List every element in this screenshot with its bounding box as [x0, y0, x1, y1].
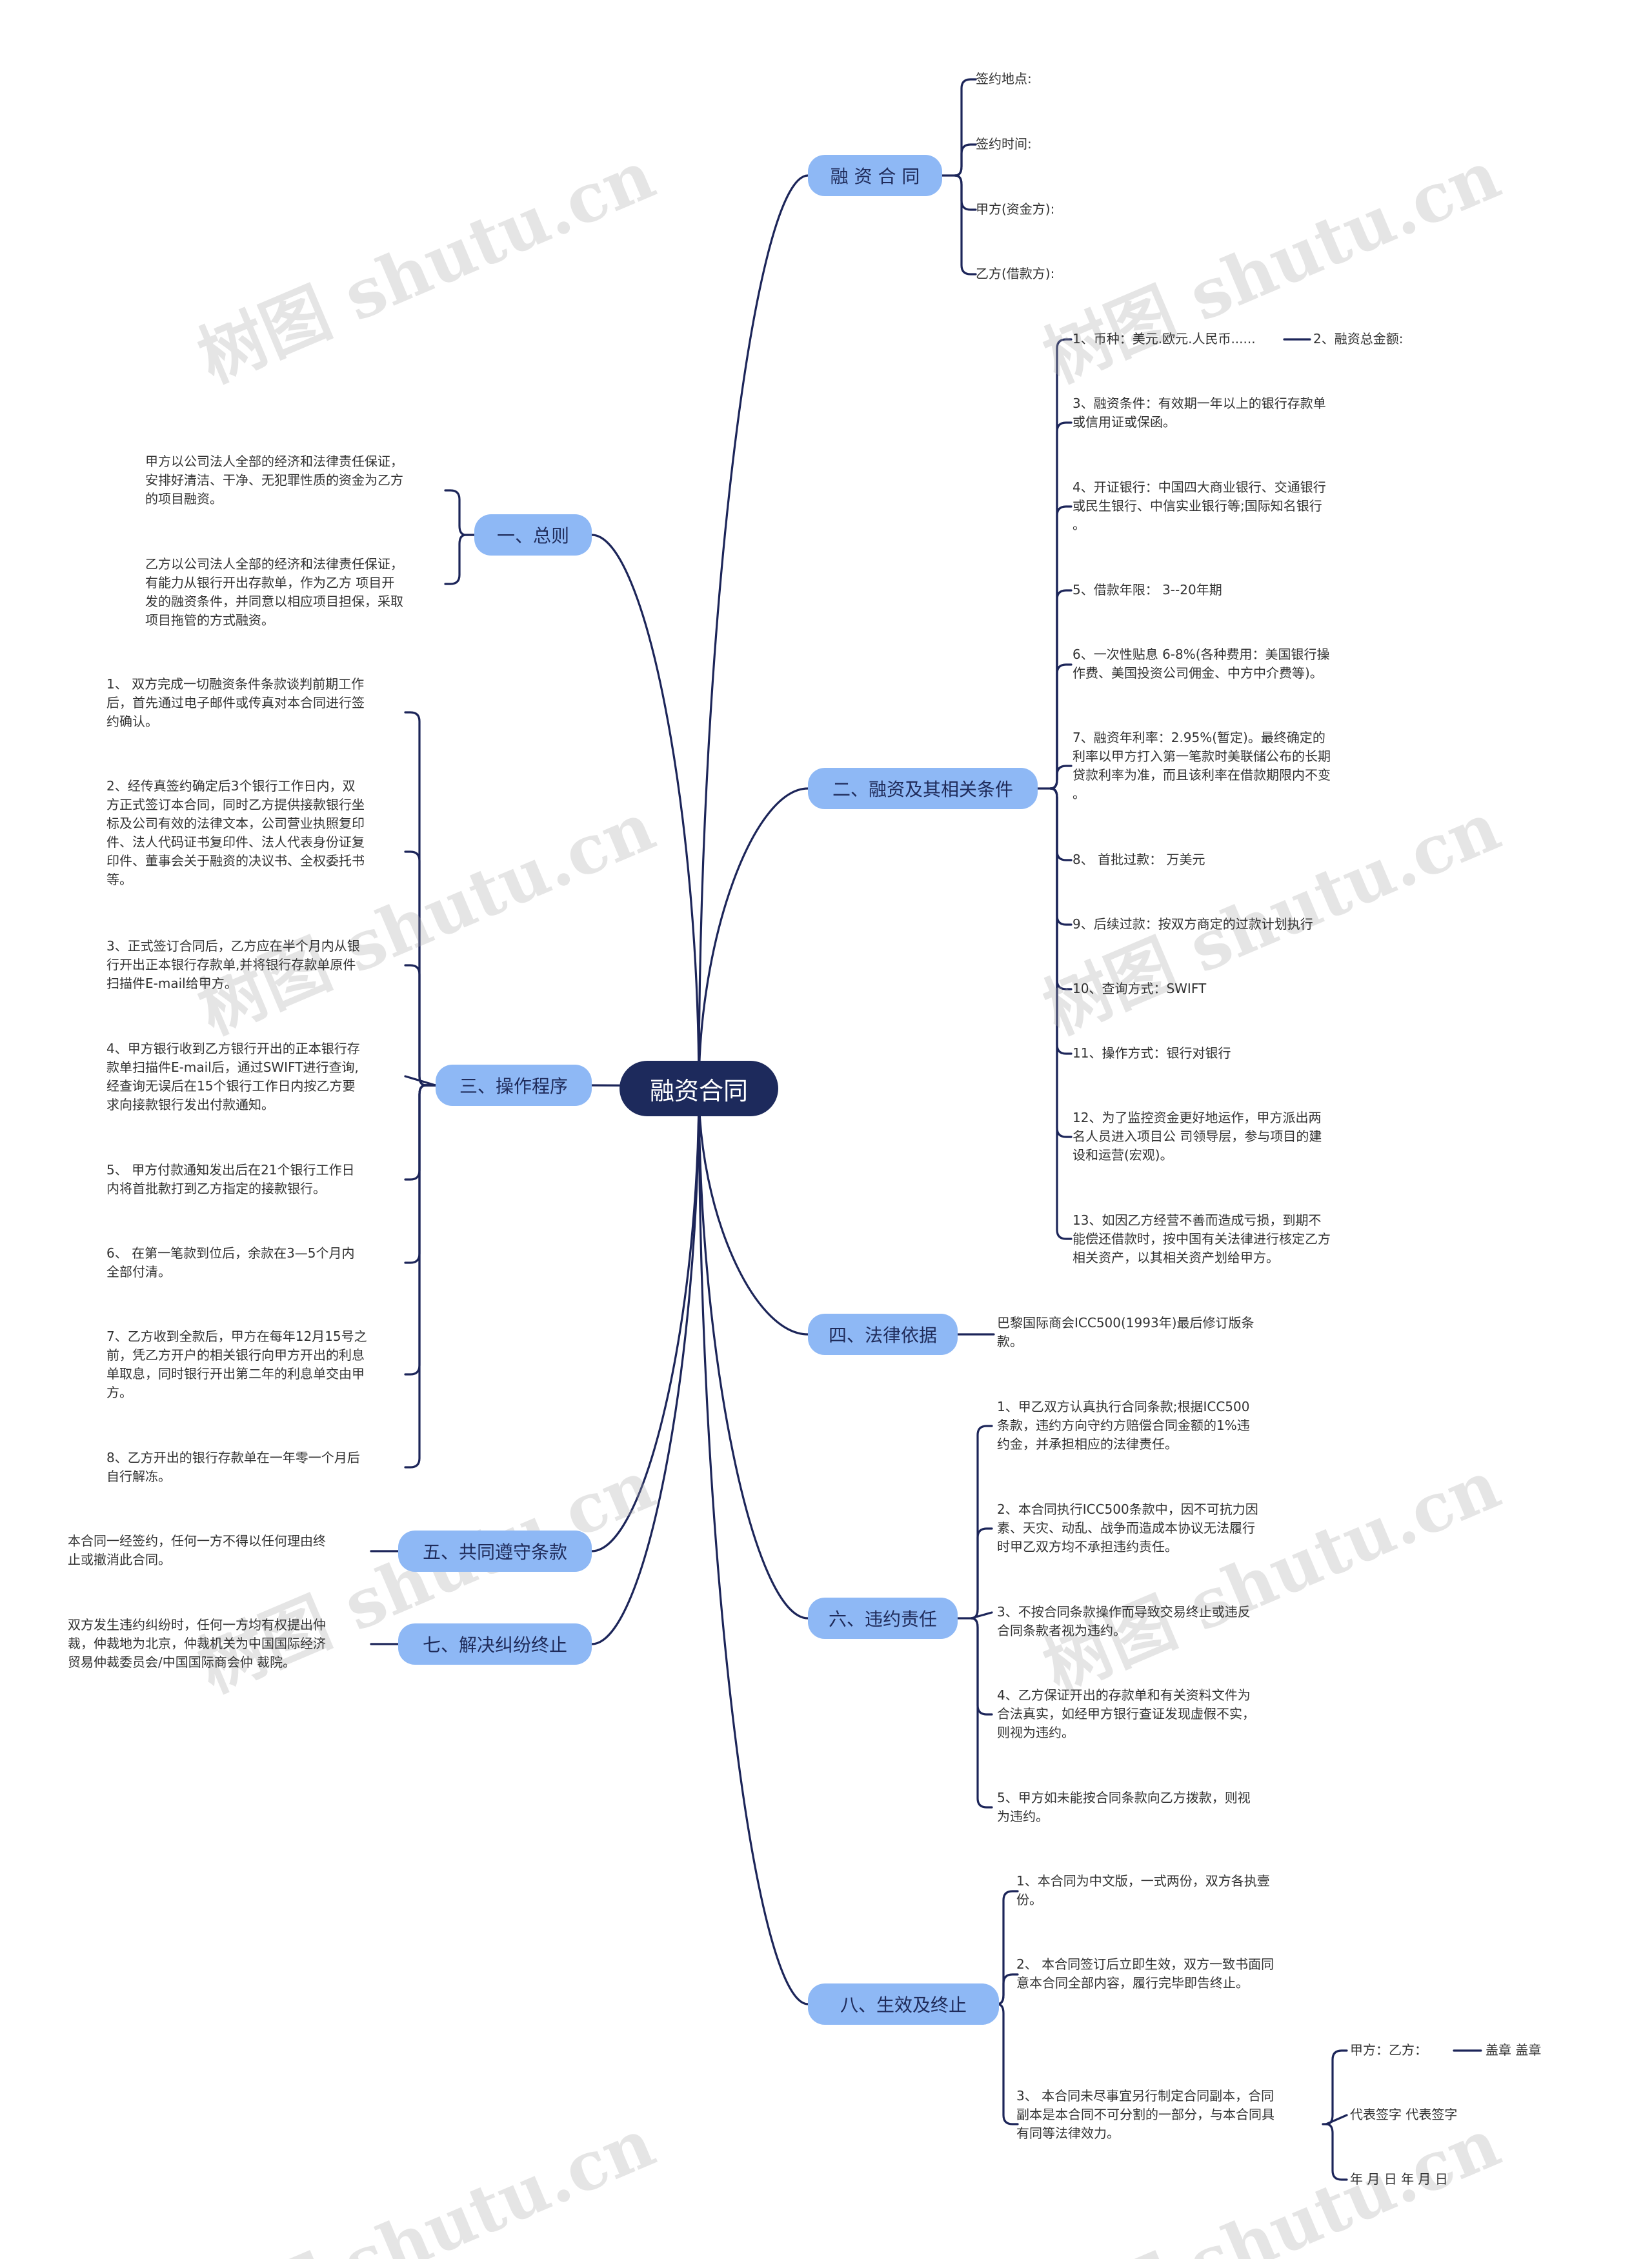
- leaf-issuing-bank: 4、开证银行：中国四大商业银行、交通银行 或民生银行、中信实业银行等;国际知名银…: [1073, 479, 1326, 532]
- connector-conditions-leaves: [1049, 787, 1073, 926]
- connector-liability-leaves: [970, 1527, 993, 1620]
- connector-conditions-leaves: [1049, 765, 1073, 790]
- branch-financing-conditions[interactable]: 二、融资及其相关条件: [808, 768, 1038, 809]
- leaf-signing-time: 签约时间:: [976, 136, 1032, 152]
- connector-root-contract: [698, 174, 809, 1090]
- leaf-effect-2: 2、 本合同签订后立即生效，双方一致书面同 意本合同全部内容，履行完毕即告终止。: [1016, 1956, 1274, 1991]
- connector-contract-leaves: [954, 143, 977, 177]
- leaf-loan-term: 5、借款年限： 3--20年期: [1073, 582, 1222, 597]
- connector-procedure-leaves: [404, 1084, 437, 1469]
- connector-root-common: [590, 1087, 700, 1552]
- leaf-legal-basis: 巴黎国际商会ICC500(1993年)最后修订版条 款。: [997, 1315, 1254, 1349]
- connector-conditions-leaves: [1049, 787, 1073, 990]
- connector-effect-leaves: [996, 1890, 1019, 2005]
- connector-conditions-leaves: [1049, 589, 1073, 790]
- branch-effect-termination[interactable]: 八、生效及终止: [808, 1983, 999, 2025]
- connector-root-legal: [698, 1087, 809, 1336]
- leaf-subsequent-payment: 9、后续过款：按双方商定的过款计划执行: [1073, 916, 1313, 932]
- leaf-operation-method: 11、操作方式：银行对银行: [1073, 1045, 1231, 1061]
- connector-conditions-leaves: [1049, 663, 1073, 790]
- connector-conditions-leaves: [1049, 787, 1073, 1055]
- leaf-procedure-8: 8、乙方开出的银行存款单在一年零一个月后 自行解冻。: [106, 1450, 360, 1484]
- leaf-procedure-4: 4、甲方银行收到乙方银行开出的正本银行存 款单扫描件E-mail后，通过SWIF…: [106, 1041, 360, 1112]
- branch-dispute[interactable]: 七、解决纠纷终止: [398, 1623, 592, 1665]
- branch-common-terms[interactable]: 五、共同遵守条款: [398, 1531, 592, 1572]
- leaf-liability-3: 3、不按合同条款操作而导致交易终止或违反 合同条款者视为违约。: [997, 1604, 1251, 1638]
- leaf-query-method: 10、查询方式：SWIFT: [1073, 981, 1207, 996]
- leaf-condition: 3、融资条件：有效期一年以上的银行存款单 或信用证或保函。: [1073, 396, 1326, 430]
- leaf-general-2: 乙方以公司法人全部的经济和法律责任保证， 有能力从银行开出存款单，作为乙方 项目…: [145, 556, 403, 628]
- connector-liability-leaves: [970, 1617, 993, 1716]
- connector-general-leaves: [444, 489, 476, 536]
- branch-procedure[interactable]: 三、操作程序: [436, 1065, 592, 1106]
- branch-liability[interactable]: 六、违约责任: [808, 1598, 958, 1639]
- connector-signature-leaves: [1325, 2049, 1348, 2125]
- leaf-party-a: 甲方(资金方):: [976, 201, 1055, 217]
- branch-general[interactable]: 一、总则: [474, 514, 592, 556]
- leaf-discount: 6、一次性贴息 6-8%(各种费用：美国银行操 作费、美国投资公司佣金、中方中介…: [1073, 647, 1330, 681]
- branch-legal-basis[interactable]: 四、法律依据: [808, 1314, 958, 1355]
- leaf-procedure-2: 2、经传真签约确定后3个银行工作日内，双 方正式签订本合同，同时乙方提供接款银行…: [106, 778, 365, 887]
- connector-root-conditions: [698, 787, 809, 1090]
- leaf-supervision: 12、为了监控资金更好地运作，甲方派出两 名人员进入项目公 司领导层，参与项目的…: [1073, 1110, 1322, 1163]
- connector-general-leaves: [444, 534, 476, 585]
- connector-conditions-leaves: [1049, 421, 1073, 790]
- leaf-procedure-1: 1、 双方完成一切融资条件条款谈判前期工作 后，首先通过电子邮件或传真对本合同进…: [106, 676, 365, 729]
- leaf-signing-place: 签约地点:: [976, 71, 1032, 86]
- leaf-date: 年 月 日 年 月 日: [1350, 2171, 1448, 2187]
- leaf-procedure-3: 3、正式签订合同后，乙方应在半个月内从银 行开出正本银行存款单,并将银行存款单原…: [106, 938, 360, 991]
- leaf-seal: 盖章 盖章: [1486, 2042, 1542, 2058]
- connector-conditions-leaves: [1049, 787, 1073, 1240]
- connector-effect-leaves: [996, 1973, 1019, 2005]
- leaf-loss: 13、如因乙方经营不善而造成亏损，到期不 能偿还借款时，按中国有关法律进行核定乙…: [1073, 1212, 1331, 1265]
- leaf-liability-1: 1、甲乙双方认真执行合同条款;根据ICC500 条款，违约方向守约方赔偿合同金额…: [997, 1399, 1250, 1452]
- connector-contract-leaves: [954, 174, 977, 276]
- connector-signature-leaves: [1325, 2123, 1348, 2181]
- connector-root-liability: [698, 1087, 809, 1620]
- connector-contract-leaves: [954, 78, 977, 177]
- leaf-representative-signature: 代表签字 代表签字: [1350, 2107, 1458, 2122]
- leaf-procedure-5: 5、 甲方付款通知发出后在21个银行工作日 内将首批款打到乙方指定的接款银行。: [106, 1162, 355, 1196]
- leaf-liability-5: 5、甲方如未能按合同条款向乙方拨款，则视 为违约。: [997, 1790, 1251, 1824]
- leaf-party-b: 乙方(借款方):: [976, 266, 1055, 281]
- leaf-dispute: 双方发生违约纠纷时，任何一方均有权提出仲 裁，仲裁地为北京，仲裁机关为中国国际经…: [68, 1617, 326, 1670]
- leaf-liability-2: 2、本合同执行ICC500条款中，因不可抗力因 素、天灾、动乱、战争而造成本协议…: [997, 1501, 1258, 1554]
- leaf-liability-4: 4、乙方保证开出的存款单和有关资料文件为 合法真实，如经甲方银行查证发现虚假不实…: [997, 1687, 1255, 1740]
- leaf-first-payment: 8、 首批过款： 万美元: [1073, 852, 1205, 867]
- connector-conditions-leaves: [1049, 338, 1073, 790]
- connector-contract-leaves: [954, 174, 977, 211]
- connector-liability-leaves: [970, 1611, 993, 1620]
- leaf-common-terms: 本合同一经签约，任何一方不得以任何理由终 止或撤消此合同。: [68, 1533, 326, 1567]
- root-node[interactable]: 融资合同: [620, 1061, 778, 1116]
- leaf-total-amount: 2、融资总金额:: [1313, 331, 1404, 346]
- connector-root-general: [590, 534, 700, 1090]
- leaf-procedure-7: 7、乙方收到全款后，甲方在每年12月15号之 前，凭乙方开户的相关银行向甲方开出…: [106, 1329, 367, 1400]
- branch-contract[interactable]: 融 资 合 同: [808, 155, 942, 196]
- leaf-interest-rate: 7、融资年利率：2.95%(暂定)。最终确定的 利率以甲方打入第一笔款时美联储公…: [1073, 730, 1331, 801]
- connector-root-effect: [698, 1087, 809, 2005]
- leaf-signatories: 甲方：乙方：: [1350, 2042, 1427, 2058]
- connector-conditions-leaves: [1049, 505, 1073, 790]
- connector-conditions-leaves: [1049, 787, 1073, 1138]
- connector-liability-leaves: [970, 1425, 993, 1620]
- leaf-effect-1: 1、本合同为中文版，一式两份，双方各执壹 份。: [1016, 1873, 1270, 1907]
- connector-root-dispute: [590, 1087, 700, 1645]
- connector-procedure-leaves: [404, 1075, 437, 1087]
- connector-effect-leaves: [996, 2003, 1019, 2125]
- connector-signature-leaves: [1325, 2114, 1348, 2125]
- connector-procedure-leaves: [404, 964, 437, 1087]
- leaf-general-1: 甲方以公司法人全部的经济和法律责任保证， 安排好清洁、干净、无犯罪性质的资金为乙…: [145, 454, 403, 507]
- connector-conditions-leaves: [1049, 787, 1073, 861]
- leaf-procedure-6: 6、 在第一笔款到位后，余款在3—5个月内 全部付清。: [106, 1245, 355, 1280]
- leaf-currency: 1、币种：美元.欧元.人民币......: [1073, 331, 1256, 346]
- connector-liability-leaves: [970, 1617, 993, 1809]
- leaf-effect-3: 3、 本合同未尽事宜另行制定合同副本，合同 副本是本合同不可分割的一部分，与本合…: [1016, 2088, 1274, 2141]
